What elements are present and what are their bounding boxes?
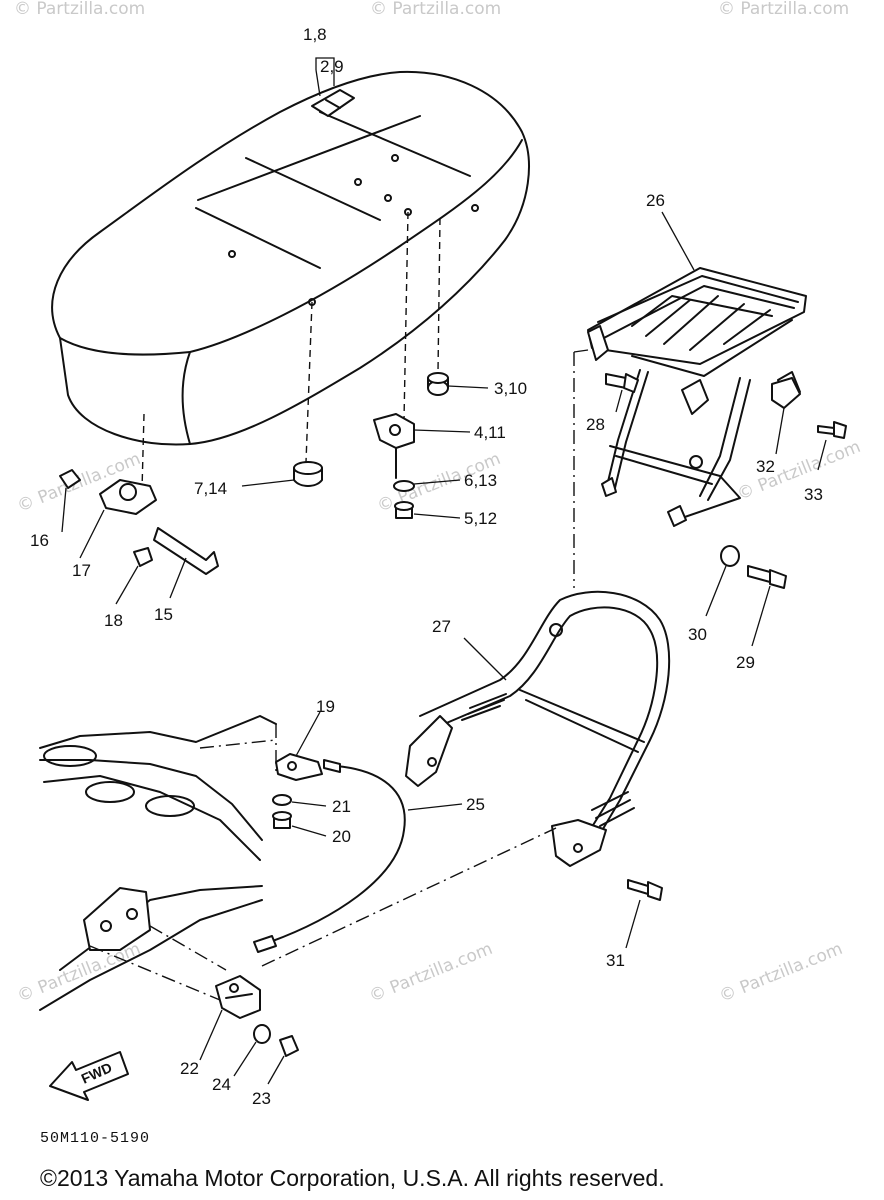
bracket-part-19 xyxy=(275,753,323,781)
bracket-part-32 xyxy=(771,377,801,409)
grommet-part-3 xyxy=(427,372,449,396)
label-24: 24 xyxy=(212,1075,231,1094)
bolt-part-5 xyxy=(394,501,414,519)
label-28: 28 xyxy=(586,415,605,434)
label-7-14: 7,14 xyxy=(194,479,227,498)
label-29: 29 xyxy=(736,653,755,672)
label-33: 33 xyxy=(804,485,823,504)
seat-cable xyxy=(253,759,406,953)
label-5-12: 5,12 xyxy=(464,509,497,528)
label-31: 31 xyxy=(606,951,625,970)
watermark: © Partzilla.com xyxy=(14,939,143,1007)
seat-lock-part-22 xyxy=(215,975,261,1019)
seat-lock-bracket xyxy=(59,469,219,575)
label-18: 18 xyxy=(104,611,123,630)
label-6-13: 6,13 xyxy=(464,471,497,490)
bolt-part-28 xyxy=(605,373,639,393)
watermark: © Partzilla.com xyxy=(734,437,863,505)
copyright-notice: ©2013 Yamaha Motor Corporation, U.S.A. A… xyxy=(40,1165,665,1191)
bolt-part-31 xyxy=(627,879,663,901)
label-19: 19 xyxy=(316,697,335,716)
part-labels: 1,8 2,9 26 3,10 4,11 6,13 5,12 7,14 28 3… xyxy=(30,25,823,1108)
label-16: 16 xyxy=(30,531,49,550)
bolt-part-23 xyxy=(279,1035,299,1057)
fwd-arrow: FWD xyxy=(49,1051,129,1101)
label-1-8: 1,8 xyxy=(303,25,327,44)
label-17: 17 xyxy=(72,561,91,580)
label-20: 20 xyxy=(332,827,351,846)
grab-bar xyxy=(405,590,671,867)
frame-section xyxy=(39,715,277,1011)
washer-part-30 xyxy=(720,545,740,567)
washer-part-24 xyxy=(253,1024,271,1044)
label-2-9: 2,9 xyxy=(320,57,344,76)
washer-part-6 xyxy=(393,480,415,492)
leader-lines xyxy=(61,211,827,1085)
label-27: 27 xyxy=(432,617,451,636)
label-30: 30 xyxy=(688,625,707,644)
watermark: © Partzilla.com xyxy=(366,939,495,1007)
label-26: 26 xyxy=(646,191,665,210)
bolt-part-33 xyxy=(817,421,847,439)
watermark: © Partzilla.com xyxy=(370,0,501,19)
label-23: 23 xyxy=(252,1089,271,1108)
diagram-code: 50M110-5190 xyxy=(40,1130,150,1147)
label-32: 32 xyxy=(756,457,775,476)
label-15: 15 xyxy=(154,605,173,624)
bracket-part-4 xyxy=(373,413,415,479)
damper-part-7 xyxy=(293,461,323,487)
watermark: © Partzilla.com xyxy=(14,0,145,19)
label-3-10: 3,10 xyxy=(494,379,527,398)
label-4-11: 4,11 xyxy=(474,423,506,442)
watermark: © Partzilla.com xyxy=(716,939,845,1007)
label-25: 25 xyxy=(466,795,485,814)
label-22: 22 xyxy=(180,1059,199,1078)
bolt-part-20 xyxy=(272,811,292,829)
bolt-part-29 xyxy=(747,565,787,589)
label-21: 21 xyxy=(332,797,351,816)
watermark: © Partzilla.com xyxy=(718,0,849,19)
seat xyxy=(51,57,530,446)
washer-part-21 xyxy=(272,794,292,806)
